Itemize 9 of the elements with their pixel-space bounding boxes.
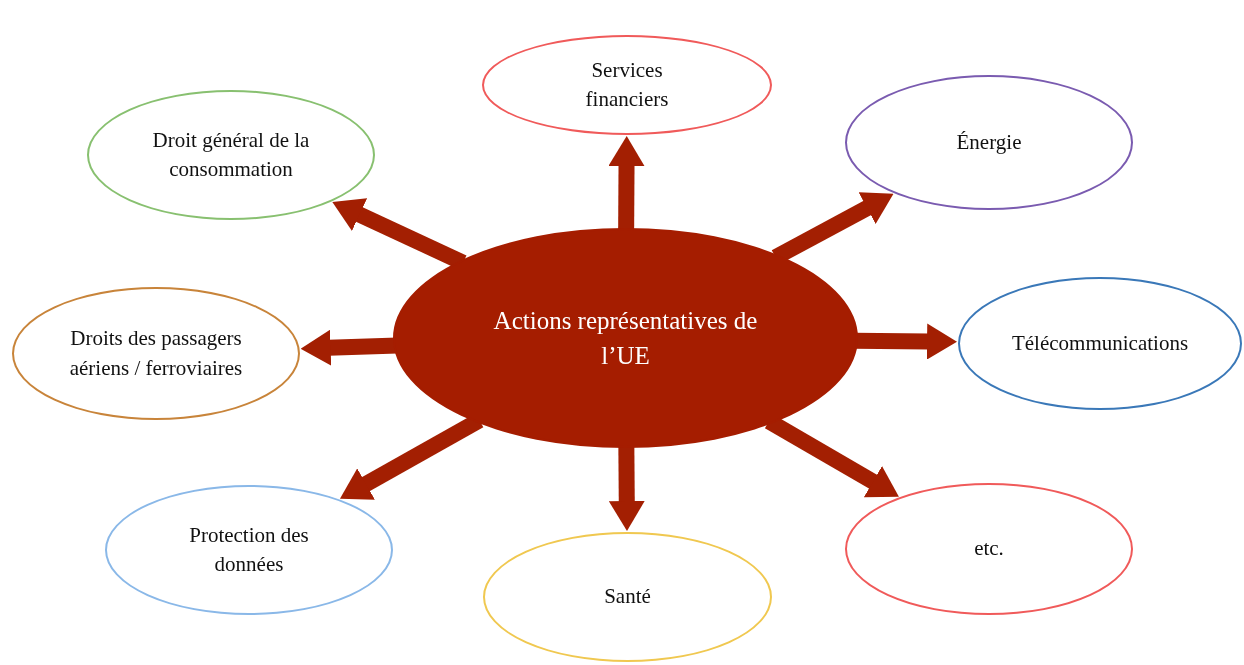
node-label: etc. [974, 535, 1004, 563]
node-label: Droit général de la consommation [151, 126, 311, 183]
node-label: Services financiers [584, 56, 670, 113]
node-label: Énergie [956, 128, 1022, 156]
node-label: Télécommunications [1011, 329, 1189, 357]
node-label: Protection des données [188, 521, 310, 578]
node-label: Santé [604, 583, 651, 611]
node-label: Actions représentatives de l’UE [492, 306, 759, 371]
node-label: Droits des passagers aériens / ferroviaires [68, 325, 244, 382]
